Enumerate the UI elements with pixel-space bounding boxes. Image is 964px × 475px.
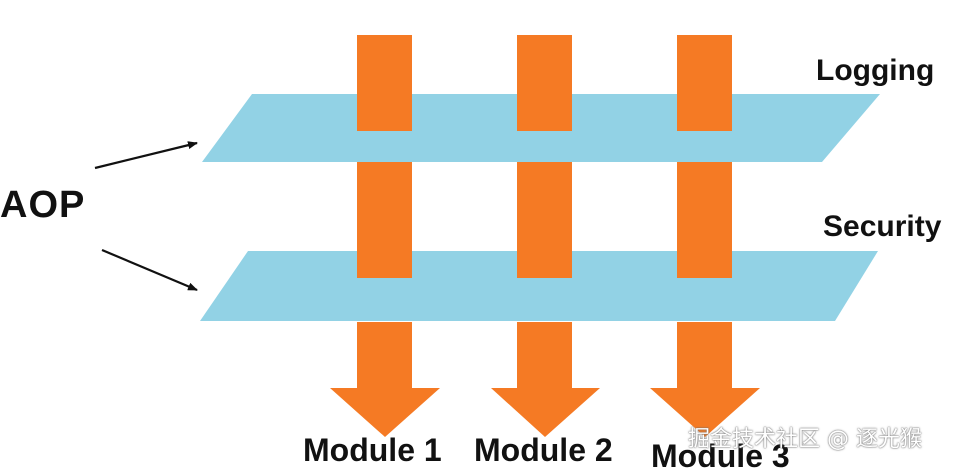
module-2-column-top [517,35,572,131]
aop-to-security-arrow [101,248,198,292]
module-1-column-top [357,35,412,131]
module-1-column-middle [357,162,412,278]
module-2-column-middle [517,162,572,278]
module-3-label: Module 3 [651,438,790,474]
module-2-arrow [491,322,600,437]
module-3-arrow [650,322,760,437]
aop-to-logging-arrow [94,141,198,170]
security-label: Security [823,210,942,243]
module-2-label: Module 2 [474,432,613,468]
module-1-label: Module 1 [303,432,442,468]
logging-label: Logging [816,54,935,87]
module-3-column-top [677,35,732,131]
watermark: 掘金技术社区 @ 逐光猴 [688,427,922,452]
module-1-arrow [330,322,440,437]
module-3-column-middle [677,162,732,278]
aop-label: AOP [0,184,86,226]
